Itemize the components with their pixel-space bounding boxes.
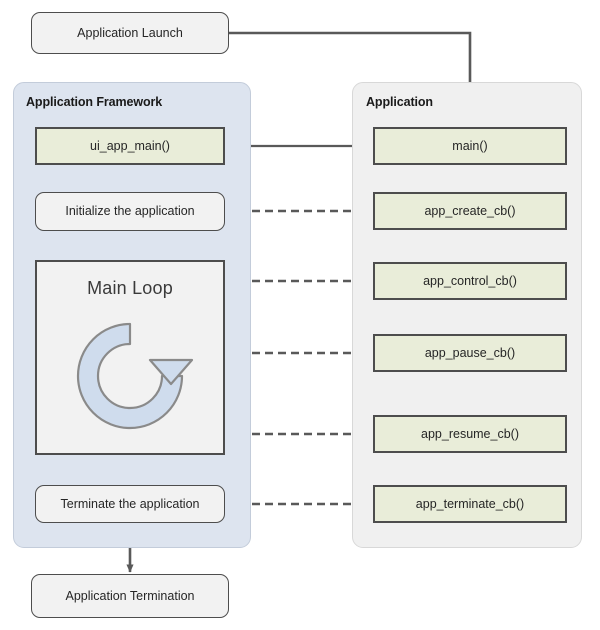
panel-title-application-framework: Application Framework	[26, 95, 163, 109]
main-loop-label: Main Loop	[87, 278, 173, 298]
node-label: app_resume_cb()	[421, 426, 519, 441]
node-label: Application Termination	[65, 588, 195, 603]
node-label: app_create_cb()	[424, 203, 516, 218]
node-label: main()	[452, 138, 488, 153]
node-main[interactable]: main()	[373, 127, 567, 165]
node-app-pause-cb[interactable]: app_pause_cb()	[373, 334, 567, 372]
circular-arrow-icon	[76, 322, 194, 430]
node-application-termination[interactable]: Application Termination	[31, 574, 229, 618]
panel-title-application: Application	[366, 95, 433, 109]
node-label: app_pause_cb()	[424, 345, 516, 360]
node-app-terminate-cb[interactable]: app_terminate_cb()	[373, 485, 567, 523]
node-label: Terminate the application	[60, 496, 200, 511]
node-terminate-the-application[interactable]: Terminate the application	[35, 485, 225, 523]
node-main-loop[interactable]: Main Loop	[35, 260, 225, 455]
node-label: app_terminate_cb()	[415, 496, 525, 511]
node-app-resume-cb[interactable]: app_resume_cb()	[373, 415, 567, 453]
node-label: Initialize the application	[65, 204, 195, 218]
node-ui-app-main[interactable]: ui_app_main()	[35, 127, 225, 165]
node-app-control-cb[interactable]: app_control_cb()	[373, 262, 567, 300]
node-application-launch[interactable]: Application Launch	[31, 12, 229, 54]
node-label: Application Launch	[77, 25, 183, 40]
node-initialize-the-application[interactable]: Initialize the application	[35, 192, 225, 231]
node-app-create-cb[interactable]: app_create_cb()	[373, 192, 567, 230]
node-label: ui_app_main()	[90, 138, 170, 153]
node-label: app_control_cb()	[423, 273, 517, 288]
